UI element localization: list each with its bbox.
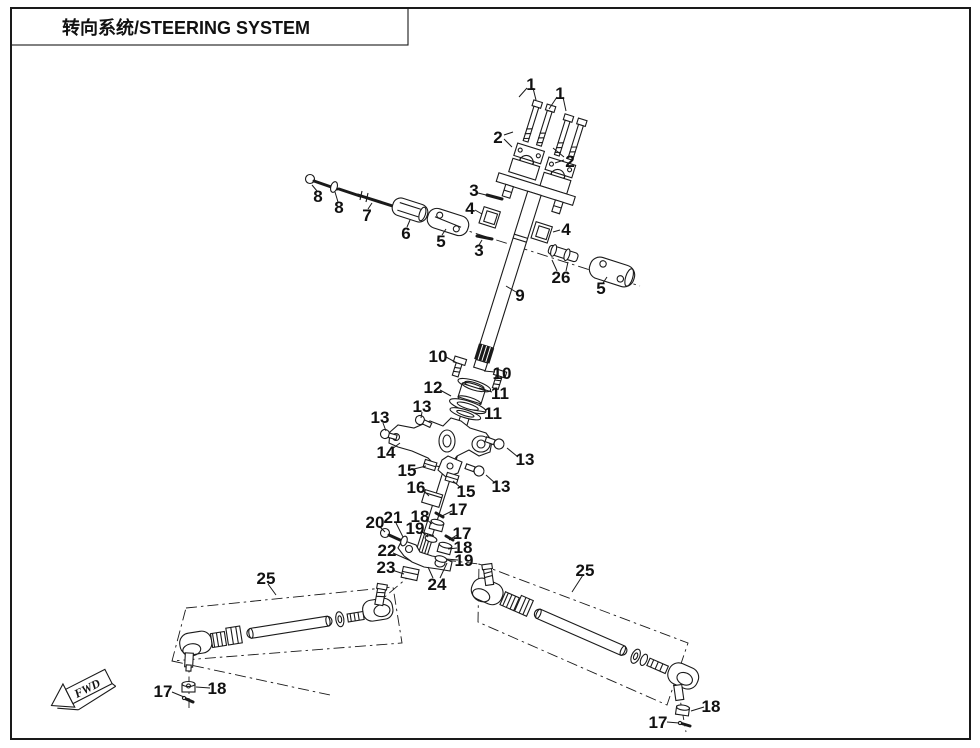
right-tie-rod-part25 — [470, 562, 700, 702]
part-callout-13: 13 — [413, 397, 432, 416]
part-callout-3: 3 — [474, 241, 483, 260]
bushing-holder-part5-right — [588, 256, 636, 288]
part-callout-24: 24 — [428, 575, 447, 594]
part-callout-13: 13 — [492, 477, 511, 496]
steering-column-assembly — [414, 99, 588, 564]
bushing-housing-part12 — [457, 377, 492, 406]
part-callout-12: 12 — [424, 378, 443, 397]
part-callout-13: 13 — [371, 408, 390, 427]
clips-part15 — [422, 458, 460, 485]
mount-bracket-part14 — [388, 417, 493, 478]
part-callout-14: 14 — [377, 443, 396, 462]
part-callout-13: 13 — [516, 450, 535, 469]
bolt-part20 — [379, 527, 402, 542]
fwd-direction-arrow: FWD — [50, 668, 117, 711]
part-callout-17: 17 — [449, 500, 468, 519]
part-callout-5: 5 — [596, 279, 605, 298]
clamp-part23 — [400, 565, 420, 582]
right-ball-stud-up — [374, 582, 388, 607]
part-callout-2: 2 — [565, 152, 574, 171]
part-callout-22: 22 — [378, 541, 397, 560]
leader-lines — [171, 87, 705, 724]
bolts-part10 — [451, 355, 508, 391]
pin-part3-upper — [485, 193, 504, 201]
upper-hardware-row — [304, 173, 636, 288]
part-callout-17: 17 — [649, 713, 668, 732]
fastener-stack-lower — [434, 534, 455, 563]
part-callout-15: 15 — [398, 461, 417, 480]
part-callout-15: 15 — [457, 482, 476, 501]
right-cotter-pin-part17 — [677, 720, 692, 728]
washer-bolt-part8b — [329, 181, 362, 198]
part-callout-20: 20 — [366, 513, 385, 532]
fastener-stack-upper — [424, 511, 445, 543]
part-callout-8: 8 — [334, 198, 343, 217]
right-castle-nut-part18 — [674, 704, 691, 717]
part-callout-18: 18 — [454, 538, 473, 557]
right-lower-stud — [673, 683, 685, 702]
part-callout-3: 3 — [469, 181, 478, 200]
left-tie-rod-assembly-box — [171, 586, 403, 662]
part-callout-6: 6 — [401, 224, 410, 243]
left-tie-rod-part25 — [179, 582, 394, 672]
part-callout-5: 5 — [436, 232, 445, 251]
part-callout-11: 11 — [484, 404, 502, 423]
page-border — [10, 7, 971, 740]
part-callout-17: 17 — [453, 524, 472, 543]
part-callout-25: 25 — [576, 561, 595, 580]
pin-part3-lower — [475, 234, 494, 241]
right-tie-rod-assembly-box — [477, 563, 689, 706]
part-callout-10: 10 — [493, 364, 512, 383]
part-callout-8: 8 — [313, 187, 322, 206]
rubber-bushing-part4-left — [478, 205, 502, 229]
part-callout-16: 16 — [407, 478, 426, 497]
bushing-holder-part6 — [391, 197, 429, 223]
right-upper-stud — [481, 562, 495, 587]
part-callout-26: 26 — [552, 268, 571, 287]
part-callout-19: 19 — [455, 551, 474, 570]
part-callout-9: 9 — [515, 286, 524, 305]
page-title: 转向系统/STEERING SYSTEM — [62, 17, 310, 38]
clamp-bolts-part1 — [522, 99, 588, 161]
part-callout-18: 18 — [208, 679, 227, 698]
bushing-holder-part5-left — [426, 207, 470, 237]
left-ball-stud — [184, 652, 194, 672]
part-callout-2: 2 — [493, 128, 502, 147]
part-callout-25: 25 — [257, 569, 276, 588]
part-callout-11: 11 — [491, 384, 509, 403]
part-callout-4: 4 — [465, 199, 475, 218]
part-callout-18: 18 — [411, 507, 430, 526]
handlebar-clamps-part2 — [508, 142, 577, 195]
flange-rings-part11 — [448, 398, 487, 421]
left-castle-nut-part18 — [181, 680, 196, 693]
part-callout-4: 4 — [561, 220, 571, 239]
part-callout-19: 19 — [406, 519, 425, 538]
part-callout-21: 21 — [384, 508, 403, 527]
part-callout-18: 18 — [702, 697, 721, 716]
bracket-bolts-part13 — [379, 414, 505, 477]
part-callout-23: 23 — [377, 558, 396, 577]
part-callout-10: 10 — [429, 347, 448, 366]
part-callout-1: 1 — [555, 84, 564, 103]
part-callout-7: 7 — [362, 206, 371, 225]
title-box — [10, 7, 409, 46]
part-callout-17: 17 — [154, 682, 173, 701]
washer-part21 — [400, 535, 408, 547]
rubber-bushing-part4-right — [530, 220, 554, 244]
sleeve-part26 — [547, 244, 579, 263]
left-cotter-pin-part17 — [181, 695, 195, 704]
part-callout-1: 1 — [526, 75, 535, 94]
